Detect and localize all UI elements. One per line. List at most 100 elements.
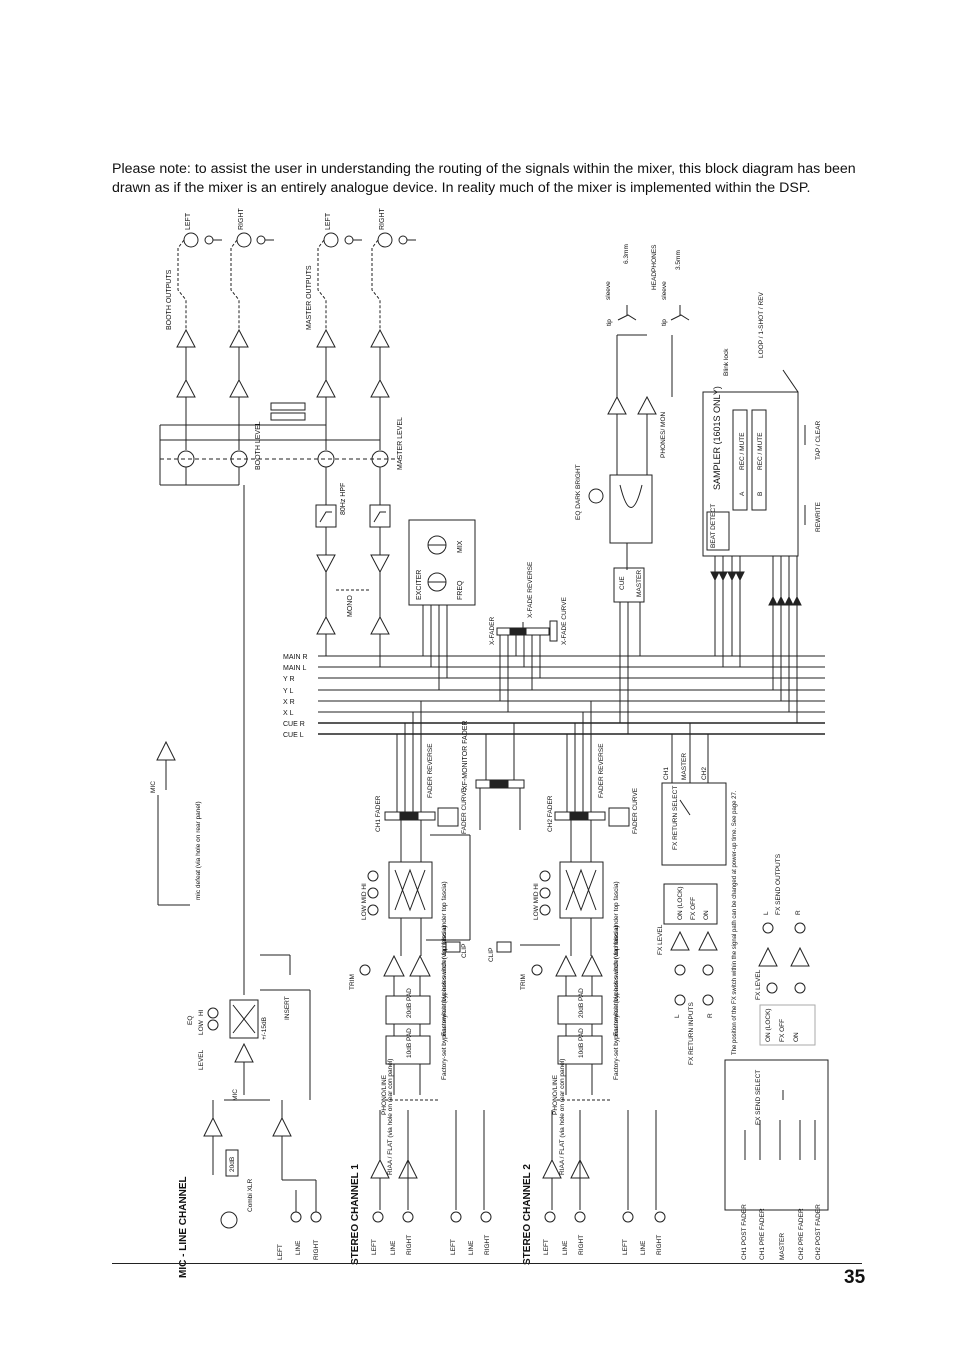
ch1-pad10-label: 10dB PAD [406,1028,413,1058]
mic-label: MIC [150,781,157,793]
rec-mute-a-label: REC / MUTE [739,432,746,470]
bus-labels: MAIN R MAIN L Y R Y L X R X L CUE R CUE … [283,654,308,739]
tip-label: tip [606,319,613,326]
fx-send-r-label: R [795,910,802,915]
sampler-title: SAMPLER (1601S ONLY) [712,386,722,490]
ch1-fader-label: CH1 FADER [375,795,382,832]
bus-label: Y L [283,688,293,695]
mic-right-label: RIGHT [313,1240,320,1260]
fx-ch1-label: CH1 [663,767,670,780]
mic-left-label: LEFT [277,1244,284,1260]
bus-label: X L [283,710,294,717]
page-number: 35 [844,1267,866,1288]
fx-source-label: CH2 POST FADER [815,1204,822,1260]
ch2-trim-label: TRIM [520,974,527,990]
channel1-title: STEREO CHANNEL 1 [350,1164,361,1265]
bus-lines [318,655,825,735]
bus-label: CUE L [283,732,304,739]
ch2-left-label: LEFT [543,1239,550,1255]
freq-label: FREQ [457,580,464,600]
mono-label: MONO [347,595,354,617]
ch1-line-label: LINE [468,1240,475,1255]
sleeve-label: sleeve [661,281,668,300]
ch2-eq-label: LOW MID HI [533,883,540,920]
bus-label: Y R [283,676,295,683]
ch2-line-label: LINE [640,1240,647,1255]
fx-send-on-label: ON [793,1032,800,1042]
fx-send-off-label: FX OFF [779,1019,786,1042]
ch1-pad20-label: 20dB PAD [406,988,413,1018]
fx-on-lock-label: ON (LOCK) [677,886,684,920]
master-level-label: MASTER LEVEL [397,417,404,470]
exciter-block [408,519,476,690]
hi-label: HI [198,1009,205,1016]
fx-ch2-label: CH2 [701,767,708,780]
ch2-riaa-label: RIAA / FLAT (via hole on rear con panel) [559,1059,566,1175]
booth-left-label: LEFT [185,212,192,230]
channel2-block [496,701,666,1223]
ch2-left-label: LEFT [622,1239,629,1255]
sampler-a-label: A [739,491,746,496]
mic-defeat-label: mic defeat (via hole on rear panel) [195,801,202,900]
rec-mute-b-label: REC / MUTE [757,432,764,470]
jack-63-label: 6.3mm [623,244,630,264]
ch1-factory1-label: Factory-set bypass switch (via holes und… [441,881,448,1036]
beat-detect-label: BEAT DETECT [710,504,717,548]
bus-label: MAIN R [283,654,308,661]
fx-send-l-label: L [763,911,770,915]
combi-label: Combi XLR [247,1178,254,1212]
routing-note: Please note: to assist the user in under… [112,161,856,196]
phones-mon-label: PHONES/ MON [660,411,667,458]
ch2-fader-curve-label: FADER CURVE [632,787,639,834]
ch2-pad20-label: 20dB PAD [578,988,585,1018]
xfade-curve-label: X-FADE CURVE [561,596,568,645]
fx-level-label: FX LEVEL [657,924,664,955]
master-select-label: MASTER [636,570,643,597]
ch1-eq-label: LOW MID HI [361,883,368,920]
ch1-phono-line-label: PHONO/LINE [381,1074,388,1115]
fx-send-select-label: FX SEND SELECT [755,1070,762,1125]
master-right-label: RIGHT [379,208,386,231]
hpf-label: 80Hz HPF [340,483,347,515]
fx-return-inputs-label: FX RETURN INPUTS [688,1002,695,1066]
ch2-phono-line-label: PHONO/LINE [552,1074,559,1115]
ch1-left-label: LEFT [371,1239,378,1255]
xf-monitor [475,723,525,830]
ch1-fader-curve-label: FADER CURVE [461,787,468,834]
fx-note: The position of the FX switch within the… [732,790,738,1055]
bus-label: X R [283,699,295,706]
ch2-fader-label: CH2 FADER [547,795,554,832]
fx-on-label: ON [703,910,710,920]
fx-source-label: MASTER [779,1233,786,1260]
booth-outputs-label: BOOTH OUTPUTS [166,269,173,330]
fx-send-outputs-label: FX SEND OUTPUTS [775,853,782,915]
fx-block [661,723,829,1211]
xf-monitor-label: XF-MONITOR FADER [462,721,469,790]
ch2-factory1-label: Factory-set bypass switch (via holes und… [613,881,620,1036]
fx-source-label: CH1 POST FADER [741,1204,748,1260]
master-left-label: LEFT [325,212,332,230]
footer-rule [112,1263,862,1264]
xfade-reverse-label: X-FADE REVERSE [527,561,534,618]
exciter-label: EXCITER [416,570,423,600]
mic-title: MIC - LINE CHANNEL [178,1176,189,1278]
ch1-factory2-label: Factory-set bypass switch (via holes und… [441,925,448,1080]
xfader-label: X-FADER [489,617,496,645]
fx-send-on-lock-label: ON (LOCK) [765,1008,772,1042]
ch2-right-label: RIGHT [656,1235,663,1255]
rewrite-label: REWRITE [815,501,822,532]
db20-label: 20dB [229,1157,236,1172]
master-outputs-label: MASTER OUTPUTS [306,265,313,330]
tap-clear-label: TAP / CLEAR [815,421,822,460]
blink-lock-label: Blink lock [723,348,730,376]
fx-level-send-label: FX LEVEL [755,969,762,1000]
ch2-line-label: LINE [562,1240,569,1255]
loop-label: LOOP / 1-SHOT / REV [758,291,765,358]
headphones-block [588,305,690,734]
tip-label: tip [661,319,668,326]
ch1-trim-label: TRIM [349,974,356,990]
fx-master-label: MASTER [681,753,688,780]
ch1-riaa-label: RIAA / FLAT (via hole on rear con panel) [387,1059,394,1175]
ch2-clip-label: CLIP [488,948,495,962]
